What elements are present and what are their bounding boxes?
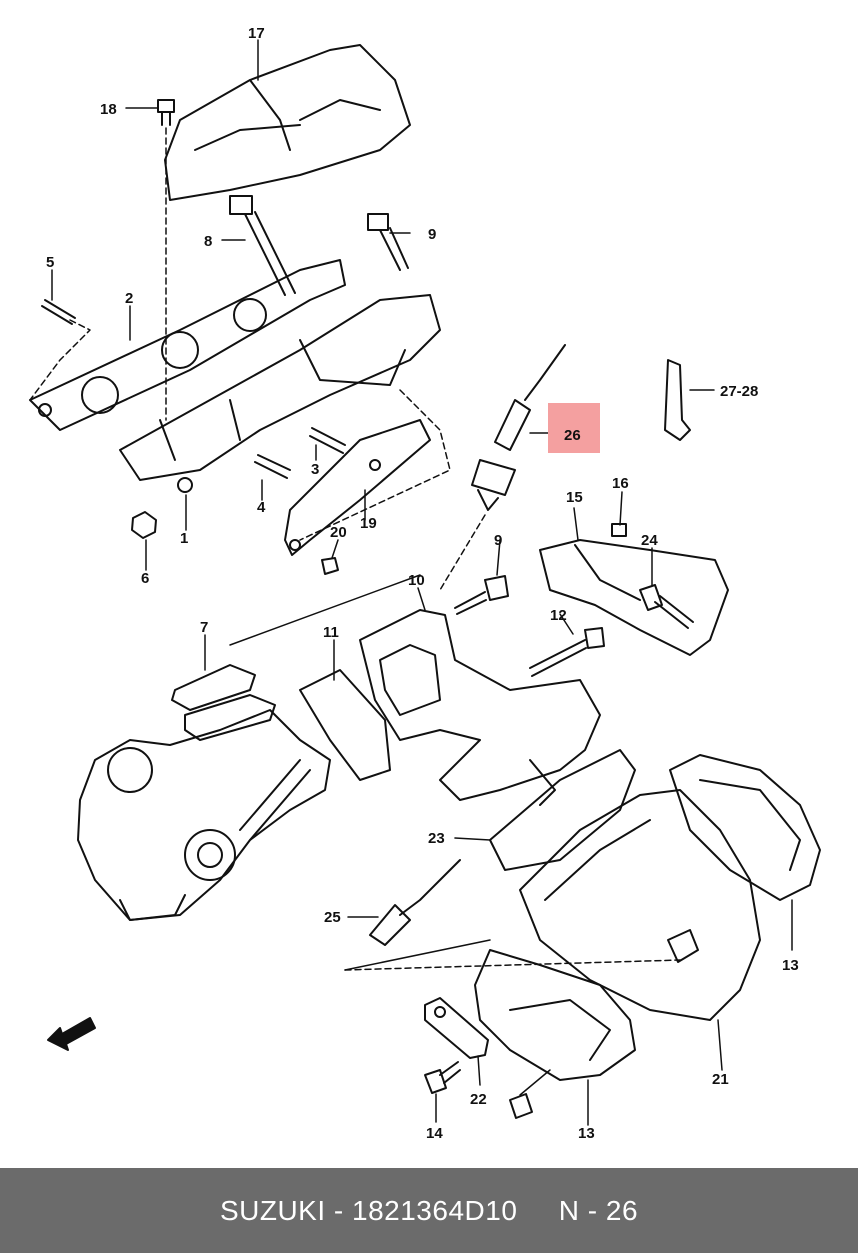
exhaust-manifold (119, 294, 441, 493)
bolt-20 (321, 557, 339, 575)
manifold-gasket (29, 259, 346, 431)
bracket-22 (424, 997, 489, 1059)
turbocharger (77, 709, 331, 921)
heat-shield-13-lower (474, 949, 636, 1081)
bolt-8 (229, 195, 296, 296)
label-22: 22 (470, 1091, 487, 1108)
bolt-3 (309, 427, 346, 454)
label-15: 15 (566, 489, 583, 506)
bolt-14 (424, 1061, 461, 1094)
catalytic-converter-21 (519, 789, 761, 1021)
label-26: 26 (564, 427, 581, 444)
label-18: 18 (100, 101, 117, 118)
label-1: 1 (180, 530, 188, 547)
label-5: 5 (46, 254, 54, 271)
label-9-lower: 9 (494, 532, 502, 549)
bolt-4 (254, 454, 291, 479)
bolt-9-lower (454, 575, 509, 615)
heat-shield-upper (164, 44, 411, 201)
stud-5 (41, 299, 76, 325)
label-7: 7 (200, 619, 208, 636)
spacer (517, 1195, 558, 1227)
callout-labels: 17 18 5 2 8 9 3 4 1 6 19 20 26 27-28 15 … (46, 25, 799, 1142)
label-4: 4 (257, 499, 266, 516)
outlet-pipe-10 (359, 609, 601, 806)
brand-name: SUZUKI (219, 1194, 326, 1226)
label-9-upper: 9 (428, 226, 436, 243)
nut-16 (611, 523, 627, 537)
label-17: 17 (248, 25, 265, 42)
label-13-lower: 13 (578, 1125, 595, 1142)
label-13-right: 13 (782, 957, 799, 974)
label-14: 14 (426, 1125, 443, 1142)
label-23: 23 (428, 830, 445, 847)
part-info-footer: SUZUKI - 1821364D10 N - 26 (0, 1168, 858, 1253)
heat-shield-13-right (669, 754, 821, 901)
ref-prefix: N - (558, 1194, 606, 1226)
label-2: 2 (125, 290, 133, 307)
label-10: 10 (408, 572, 425, 589)
oxygen-sensor-26 (471, 344, 566, 511)
leader-lines (51, 39, 793, 1126)
gasket-23 (489, 749, 636, 871)
heat-shield-15 (539, 539, 729, 656)
label-12: 12 (550, 607, 567, 624)
highlight-part-26 (548, 403, 600, 453)
bolt-12 (529, 627, 605, 677)
label-6: 6 (141, 570, 149, 587)
label-19: 19 (360, 515, 377, 532)
label-25: 25 (324, 909, 341, 926)
label-3: 3 (311, 461, 319, 478)
front-arrow-icon (47, 1017, 96, 1051)
label-27-28: 27-28 (720, 383, 758, 400)
label-16: 16 (612, 475, 629, 492)
ref-number: 26 (605, 1194, 639, 1226)
gasket-11 (299, 669, 391, 781)
label-21: 21 (712, 1071, 729, 1088)
label-8: 8 (204, 233, 212, 250)
part-number: 1821364D10 (352, 1194, 518, 1226)
bolt-9-upper (367, 213, 409, 271)
bolt-lower (509, 1093, 533, 1119)
label-24: 24 (641, 532, 658, 549)
label-20: 20 (330, 524, 347, 541)
bolt-24 (639, 584, 694, 629)
gasket-7 (171, 664, 276, 741)
bolt-18 (157, 99, 175, 126)
sensor-25 (369, 859, 461, 946)
exploded-parts-diagram: 17 18 5 2 8 9 3 4 1 6 19 20 26 27-28 15 … (29, 25, 821, 1142)
nut-6 (131, 511, 157, 539)
bracket-19 (284, 419, 431, 556)
clamp-27-28 (664, 359, 691, 441)
separator: - (325, 1194, 353, 1226)
label-11: 11 (323, 624, 339, 641)
